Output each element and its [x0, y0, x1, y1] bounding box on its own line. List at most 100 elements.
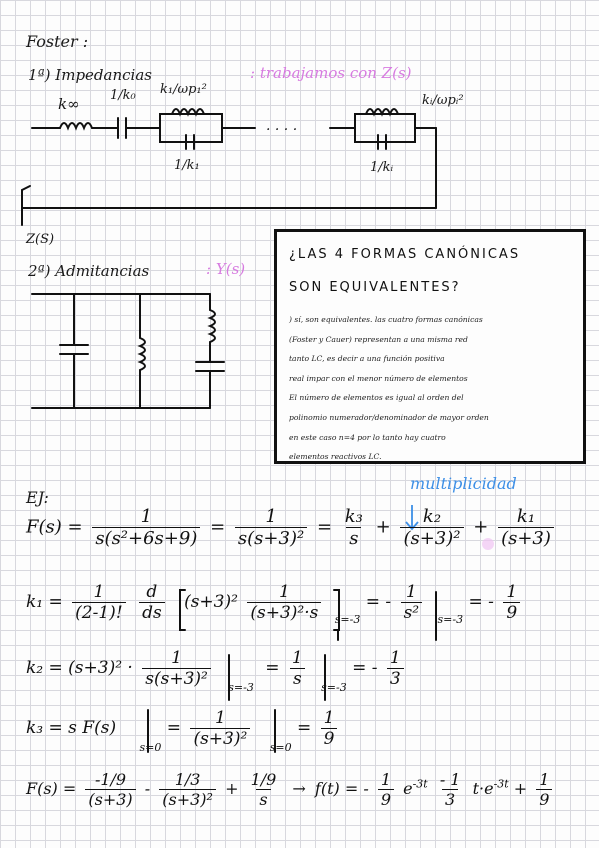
fraction-final-2: 1/3(s+3)²: [159, 770, 216, 809]
box-body-line: real impar con el menor número de elemen…: [289, 373, 468, 383]
den: (s+3)²: [190, 728, 251, 749]
num: k₁: [516, 506, 536, 527]
box-title-line2: SON EQUIVALENTES?: [289, 280, 461, 295]
k1-eval-2: s=-3: [437, 613, 464, 626]
k1-eval: s=-3: [334, 613, 361, 626]
section2-note: : Y(s): [206, 260, 246, 278]
minus-sign: -: [144, 779, 151, 798]
multiplicidad-note: multiplicidad: [410, 474, 517, 493]
num: 1: [405, 582, 417, 602]
den: ds: [139, 602, 165, 623]
den: 9: [536, 789, 553, 809]
inductor-kinf: [59, 122, 93, 131]
den: s: [256, 789, 271, 809]
den: (s+3)²: [400, 527, 464, 549]
num: 1: [539, 770, 550, 789]
ft-e: e: [403, 779, 413, 798]
foster-title: Foster :: [26, 32, 89, 51]
box-title-line1: ¿LAS 4 FORMAS CANÓNICAS: [289, 247, 521, 262]
den: s: [289, 668, 305, 689]
foster-admittance-circuit: [31, 293, 225, 409]
den: s²: [400, 602, 423, 623]
den: s: [346, 527, 362, 549]
k1-bracket-term: (s+3)²: [184, 592, 238, 612]
equals-sign: =: [297, 718, 312, 738]
equals-sign: =: [316, 516, 333, 538]
den: (s+3): [85, 789, 136, 809]
k1-res: = -: [468, 592, 494, 612]
num: 1: [389, 648, 401, 668]
k3-eval: s=0: [139, 741, 162, 754]
num: 1: [291, 648, 303, 668]
equals-sign: =: [166, 718, 182, 738]
num: -1/9: [94, 770, 127, 789]
k2-eval-2: s=-3: [321, 681, 347, 694]
arrow-icon: →: [292, 779, 306, 798]
section1-label: 1ª) Impedancias: [28, 66, 152, 84]
k2-eval: s=-3: [228, 681, 254, 694]
den: (s+3)²·s: [247, 602, 322, 623]
k1-bracket-right: [333, 589, 340, 631]
z-label: Z(S): [26, 232, 55, 247]
fraction-k2: k₂(s+3)²: [400, 506, 464, 549]
plus-sign: +: [473, 516, 489, 538]
k1-bracket-left: [179, 589, 186, 631]
ft-exp: -3t: [412, 777, 428, 791]
equals-sign: =: [210, 516, 226, 538]
plus-sign: +: [375, 516, 391, 538]
num: 1: [171, 648, 182, 668]
num: 1: [278, 582, 290, 602]
section1-note: : trabajamos con Z(s): [250, 64, 412, 82]
num: 1/9: [250, 770, 277, 789]
F-lhs: F(s) =: [26, 516, 83, 538]
den: 9: [320, 728, 338, 749]
den: s(s²+6s+9): [92, 527, 201, 549]
num: 1: [140, 506, 153, 527]
num: - 1: [439, 770, 461, 789]
num: 1: [323, 708, 335, 728]
den: s(s+3)²: [142, 668, 211, 689]
den: 3: [386, 668, 404, 689]
example-label: EJ:: [26, 488, 49, 507]
one-over-ki-label: 1/kᵢ: [370, 160, 394, 175]
k3-eval-2: s=0: [269, 741, 292, 754]
num: 1: [93, 582, 105, 602]
num: 1: [506, 582, 518, 602]
box-body-line: tanto LC, es decir a una función positiv…: [289, 354, 445, 364]
den: 9: [377, 789, 395, 809]
one-over-k0-label: 1/k₀: [110, 88, 136, 103]
num: 1/3: [174, 770, 201, 789]
ft-te: t·e: [472, 779, 494, 798]
num: d: [146, 582, 158, 602]
k1-lhs: k₁ =: [26, 592, 63, 612]
question-box: ¿LAS 4 FORMAS CANÓNICAS SON EQUIVALENTES…: [274, 229, 586, 464]
k1-wp1-label: k₁/ωp₁²: [160, 82, 207, 97]
fraction-k1-coef: 1(2-1)!: [72, 582, 126, 623]
num: 1: [214, 708, 226, 728]
ft-exp-2: -3t: [493, 777, 509, 791]
one-over-k1-label: 1/k₁: [174, 158, 200, 173]
ki-wpi-label: kᵢ/ωpᵢ²: [422, 93, 464, 108]
plus-sign: +: [225, 779, 239, 798]
box-body-line: (Foster y Cauer) representan a una misma…: [289, 334, 468, 344]
box-body-line: ) sí, son equivalentes. las cuatro forma…: [289, 315, 483, 324]
foster-impedance-circuit: [21, 108, 437, 226]
den: (2-1)!: [72, 602, 126, 623]
fraction-final-1: -1/9(s+3): [85, 770, 136, 809]
num: k₃: [344, 506, 363, 527]
final-lhs: F(s) =: [26, 779, 77, 798]
